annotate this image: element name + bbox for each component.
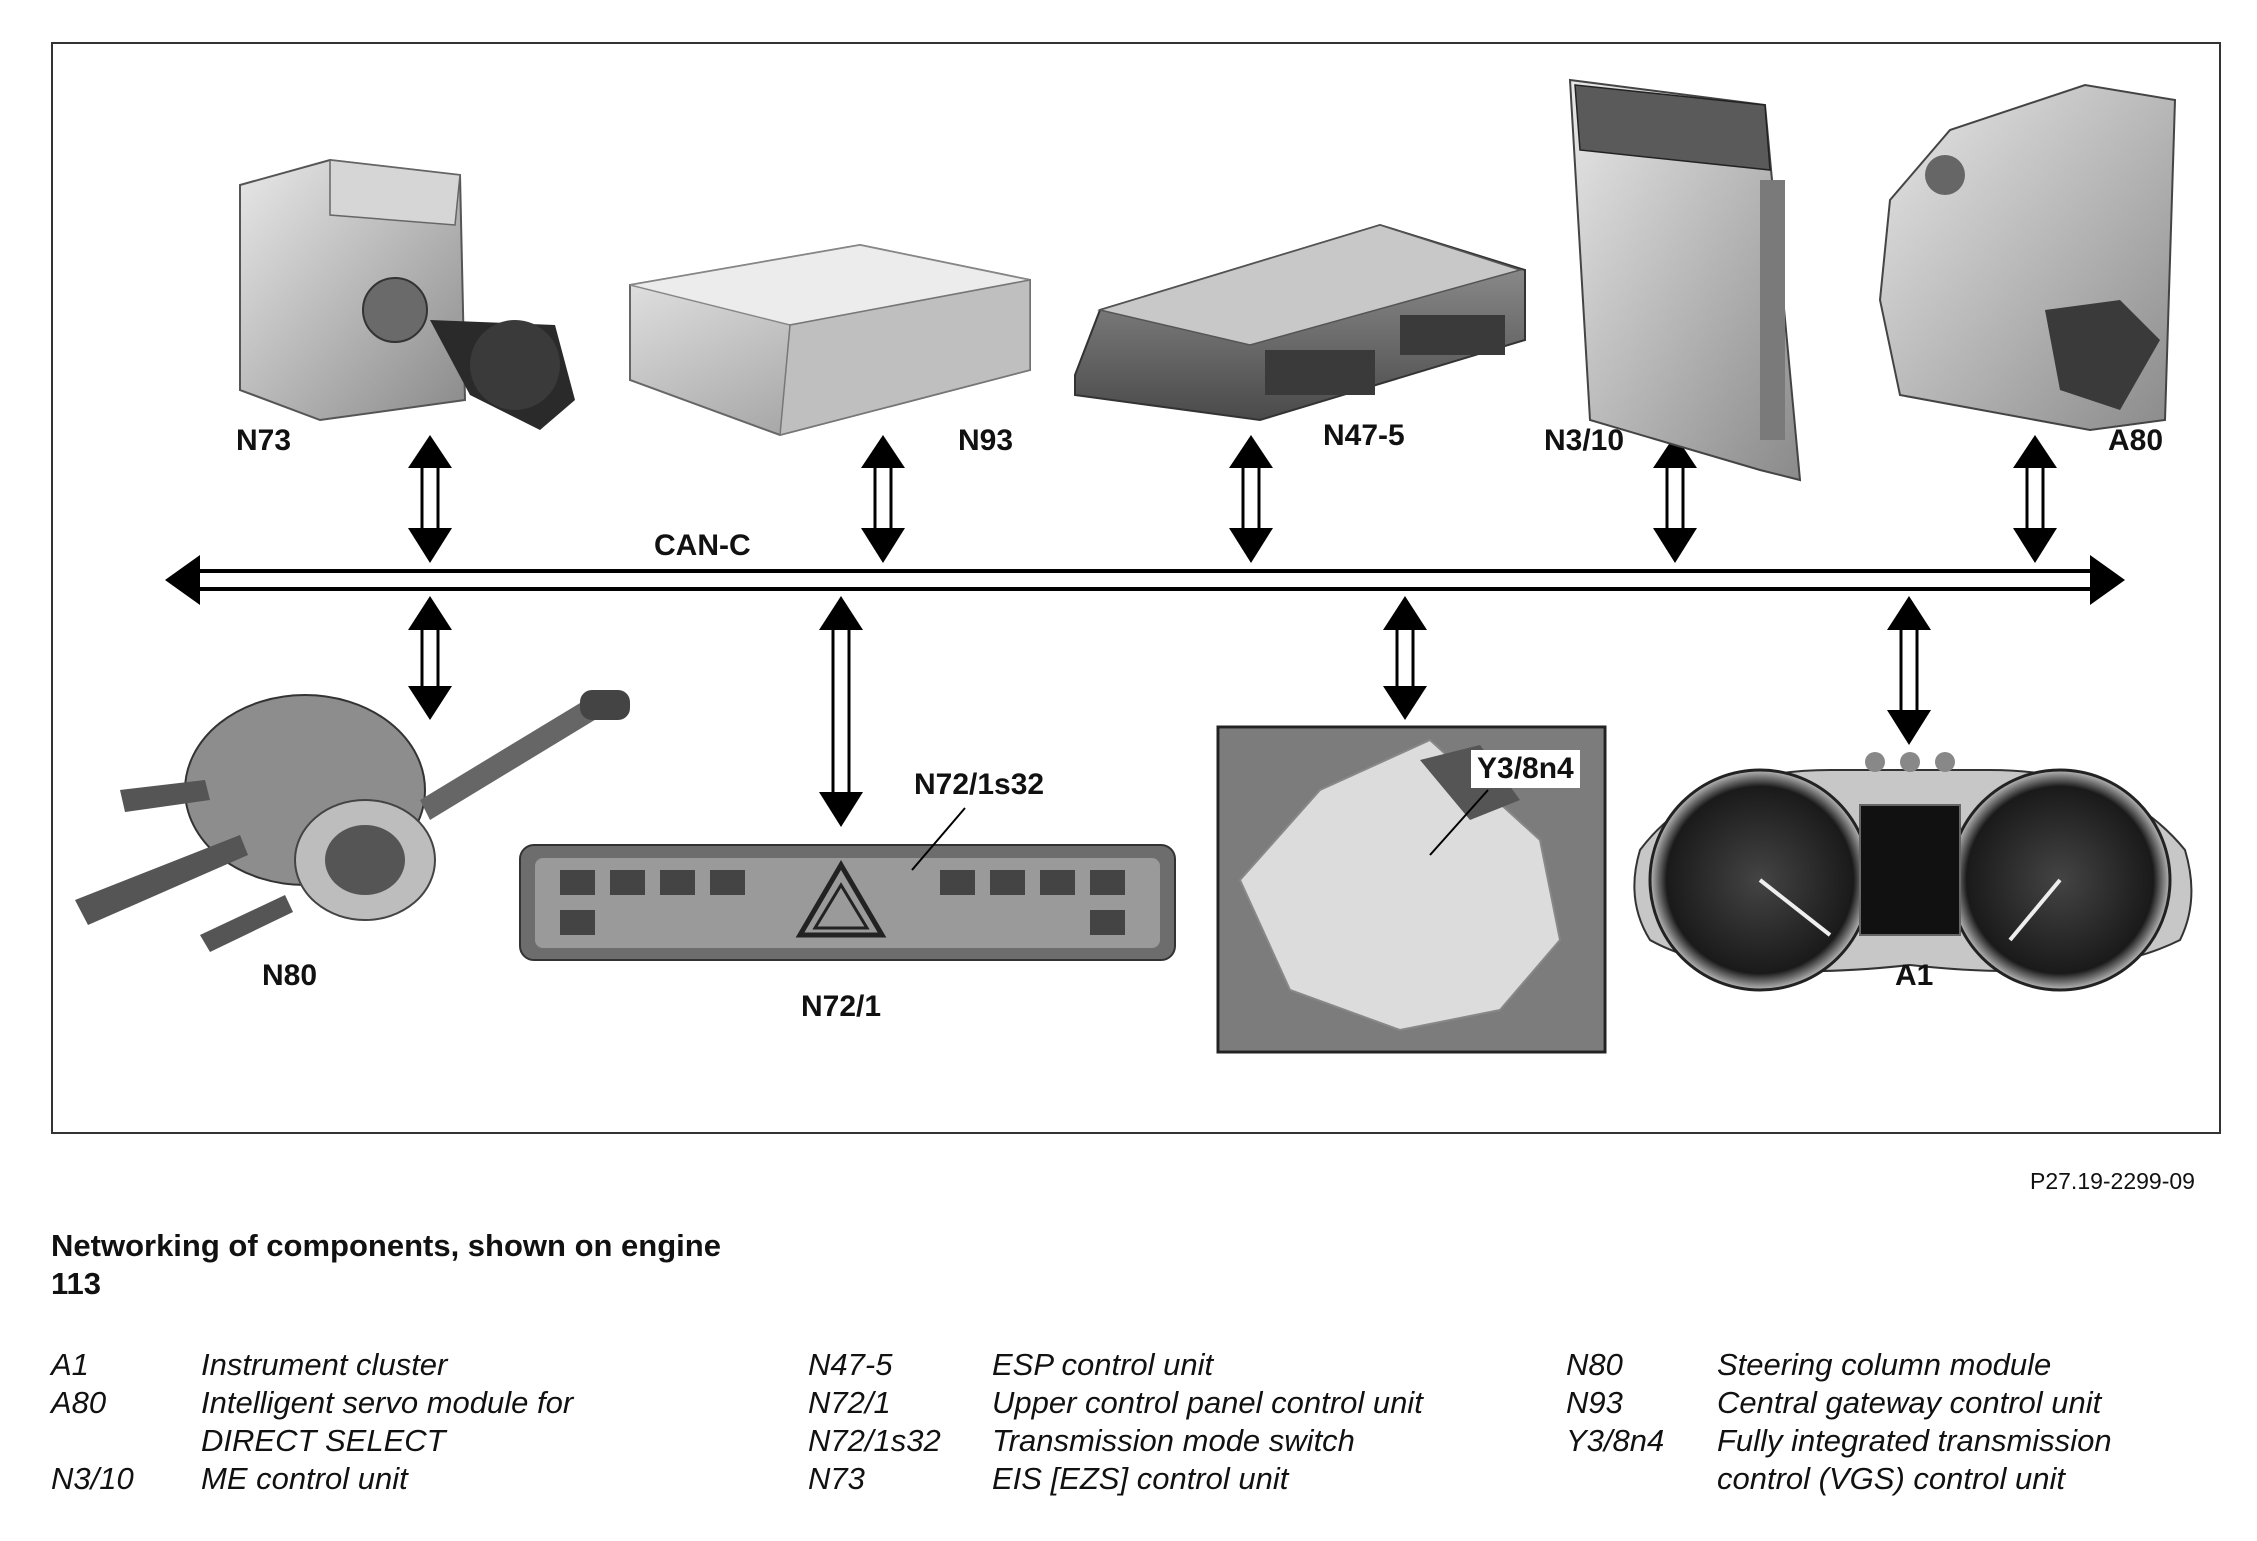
- legend-item: N72/1 Upper control panel control unit: [808, 1384, 1528, 1422]
- diagram-frame: [51, 42, 2221, 1134]
- legend-code: N72/1s32: [808, 1423, 941, 1458]
- n72-1s32-leader-line: [911, 807, 966, 871]
- legend-item: Y3/8n4 Fully integrated transmission con…: [1566, 1422, 2206, 1498]
- legend-desc: ESP control unit: [992, 1347, 1214, 1382]
- arrow-y3-8n4: [1383, 596, 1427, 720]
- arrow-n3-10: [1653, 435, 1697, 563]
- a80-image: [1878, 83, 2177, 432]
- legend-code: N73: [808, 1461, 865, 1496]
- n73-label: N73: [236, 424, 292, 457]
- legend-code: N80: [1566, 1347, 1623, 1382]
- legend-desc: Transmission mode switch: [992, 1423, 1355, 1458]
- arrow-n47-5: [1229, 435, 1273, 563]
- legend-desc: Steering column module: [1717, 1347, 2052, 1382]
- can-c-bus: [165, 555, 2125, 605]
- can-c-label: CAN-C: [654, 529, 751, 562]
- legend-column-1: A1 Instrument cluster A80 Intelligent se…: [51, 1346, 671, 1498]
- figure-caption: Networking of components, shown on engin…: [51, 1228, 721, 1301]
- arrow-a80: [2013, 435, 2057, 563]
- legend-item: N73 EIS [EZS] control unit: [808, 1460, 1528, 1498]
- legend-item: N72/1s32 Transmission mode switch: [808, 1422, 1528, 1460]
- n93-image: [629, 243, 1031, 437]
- legend-code: N93: [1566, 1385, 1623, 1420]
- legend-item: A1 Instrument cluster: [51, 1346, 671, 1384]
- n72-1-label: N72/1: [801, 990, 882, 1023]
- n80-image: [75, 690, 630, 952]
- arrow-n80: [408, 596, 452, 720]
- figure-id: P27.19-2299-09: [2030, 1168, 2195, 1194]
- n80-label: N80: [262, 959, 318, 992]
- n3-10-image: [1568, 78, 1802, 482]
- n47-5-image: [1074, 223, 1526, 422]
- legend-code: A1: [51, 1347, 89, 1382]
- legend-column-3: N80 Steering column module N93 Central g…: [1566, 1346, 2206, 1498]
- legend-desc: Instrument cluster: [201, 1347, 448, 1382]
- a80-label: A80: [2108, 424, 2164, 457]
- legend-desc: Upper control panel control unit: [992, 1385, 1423, 1420]
- arrow-n73: [408, 435, 452, 563]
- legend-code: N47-5: [808, 1347, 893, 1382]
- a1-image: [1633, 752, 2193, 992]
- n72-1-image: [519, 844, 1176, 961]
- n72-1s32-label: N72/1s32: [908, 766, 1051, 804]
- legend-code: N3/10: [51, 1461, 134, 1496]
- arrow-n93: [861, 435, 905, 563]
- n47-5-label: N47-5: [1323, 419, 1405, 452]
- arrow-a1: [1887, 596, 1931, 745]
- legend-desc: Fully integrated transmission control (V…: [1717, 1423, 2112, 1496]
- n73-image: [239, 158, 575, 430]
- a1-label: A1: [1895, 959, 1934, 992]
- n3-10-label: N3/10: [1544, 424, 1625, 457]
- legend-code: Y3/8n4: [1566, 1423, 1665, 1458]
- legend-item: A80 Intelligent servo module for DIRECT …: [51, 1384, 671, 1460]
- legend-item: N3/10 ME control unit: [51, 1460, 671, 1498]
- legend-desc: ME control unit: [201, 1461, 408, 1496]
- legend-desc: Intelligent servo module for DIRECT SELE…: [201, 1385, 574, 1458]
- legend-column-2: N47-5 ESP control unit N72/1 Upper contr…: [808, 1346, 1528, 1498]
- y3-8n4-leader-line: [1429, 789, 1489, 856]
- legend-code: A80: [51, 1385, 107, 1420]
- legend-desc: EIS [EZS] control unit: [992, 1461, 1289, 1496]
- legend-item: N47-5 ESP control unit: [808, 1346, 1528, 1384]
- arrow-n72-1: [819, 596, 863, 827]
- legend-desc: Central gateway control unit: [1717, 1385, 2102, 1420]
- legend-item: N93 Central gateway control unit: [1566, 1384, 2206, 1422]
- y3-8n4-label: Y3/8n4: [1471, 750, 1580, 788]
- legend-item: N80 Steering column module: [1566, 1346, 2206, 1384]
- legend-code: N72/1: [808, 1385, 891, 1420]
- n93-label: N93: [958, 424, 1014, 457]
